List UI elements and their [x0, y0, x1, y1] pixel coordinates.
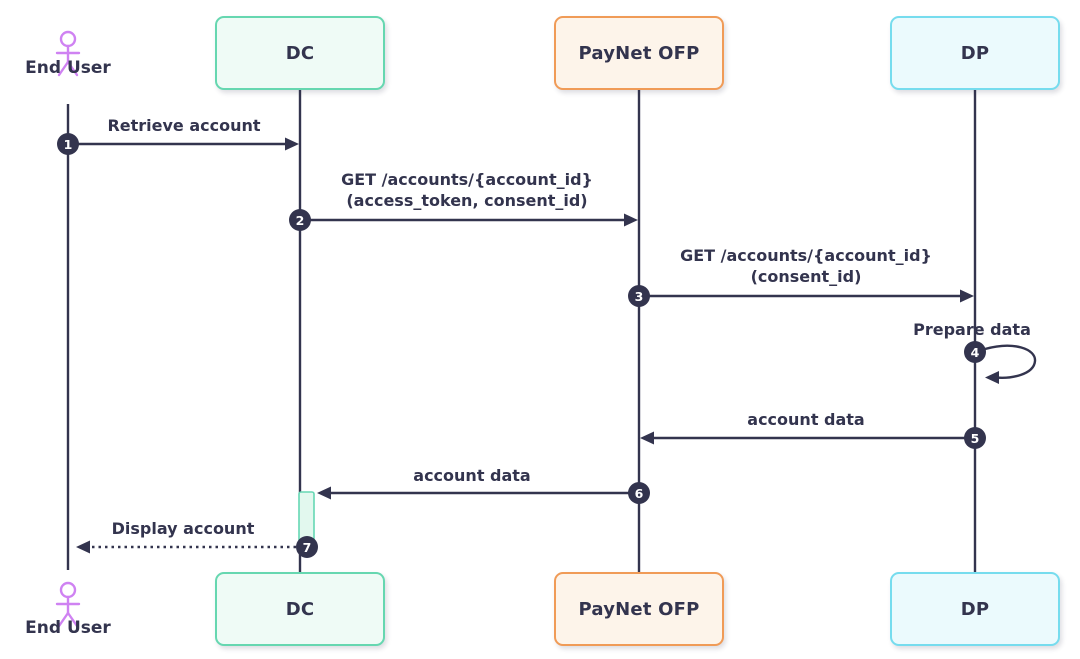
message-arrow-1: [68, 137, 299, 151]
participant-label-paynet-ofp: PayNet OFP: [578, 598, 700, 620]
message-text-line2: (access_token, consent_id): [346, 191, 588, 210]
message-number-badge-5: 5: [964, 427, 986, 449]
message-number-badge-6: 6: [628, 482, 650, 504]
message-self-loop-arrow-4: [984, 344, 1037, 384]
participant-label-end-user-bottom: End User: [25, 618, 111, 638]
message-label-2: GET /accounts/{account_id} (access_token…: [341, 169, 593, 211]
message-arrow-2: [300, 213, 638, 227]
participant-label-dc: DC: [285, 598, 315, 620]
message-number-badge-2: 2: [289, 209, 311, 231]
participant-label-paynet-ofp: PayNet OFP: [578, 42, 700, 64]
message-arrow-3: [639, 289, 974, 303]
message-number-badge-4: 4: [964, 341, 986, 363]
message-number-badge-1: 1: [57, 133, 79, 155]
message-label-3: GET /accounts/{account_id} (consent_id): [680, 245, 932, 287]
end-user-actor-icon-bottom: [55, 581, 81, 628]
message-text: Prepare data: [913, 320, 1031, 339]
participant-label-dc: DC: [285, 42, 315, 64]
message-label-5: account data: [747, 409, 864, 430]
message-text-line2: (consent_id): [750, 267, 862, 286]
participant-box-dp-top: DP: [890, 16, 1060, 90]
participant-box-dc-top: DC: [215, 16, 385, 90]
participant-label-end-user-top: End User: [25, 58, 111, 78]
message-text: account data: [747, 410, 865, 429]
message-arrow-5: [640, 431, 975, 445]
participant-box-paynet-ofp-bottom: PayNet OFP: [554, 572, 724, 646]
participant-box-paynet-ofp-top: PayNet OFP: [554, 16, 724, 90]
participant-box-dp-bottom: DP: [890, 572, 1060, 646]
message-label-4: Prepare data: [913, 319, 1031, 340]
message-label-7: Display account: [112, 518, 255, 539]
message-number-badge-7: 7: [296, 536, 318, 558]
message-arrow-6: [317, 486, 639, 500]
message-text-line1: GET /accounts/{account_id}: [341, 170, 593, 189]
message-text: account data: [413, 466, 531, 485]
message-text: Display account: [111, 519, 255, 538]
message-arrow-7-dashed: [76, 540, 296, 554]
message-number-badge-3: 3: [628, 285, 650, 307]
message-label-6: account data: [413, 465, 530, 486]
participant-label-dp: DP: [960, 42, 990, 64]
participant-box-dc-bottom: DC: [215, 572, 385, 646]
message-label-1: Retrieve account: [107, 115, 260, 136]
end-user-actor-icon-top: [55, 30, 81, 77]
message-text: Retrieve account: [107, 116, 261, 135]
message-text-line1: GET /accounts/{account_id}: [680, 246, 932, 265]
participant-label-dp: DP: [960, 598, 990, 620]
